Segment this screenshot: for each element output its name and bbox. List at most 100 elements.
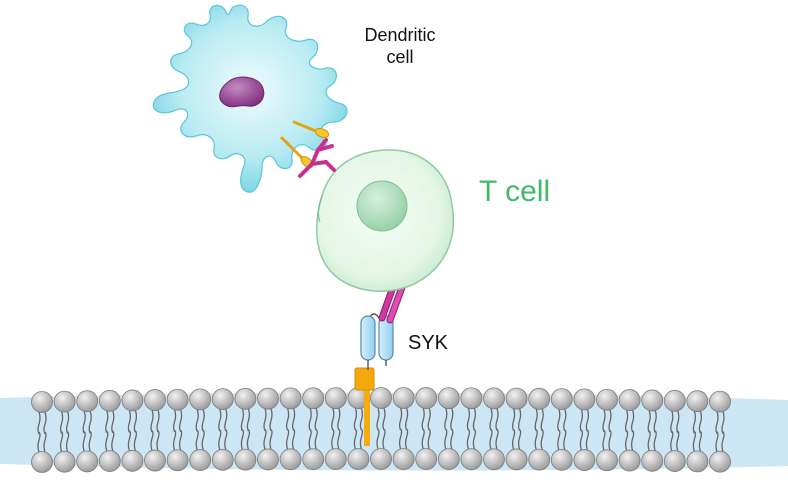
lipid-tail <box>285 428 290 450</box>
lipid-head <box>234 448 257 471</box>
syk-domain-left <box>360 315 376 361</box>
lipid-tail <box>359 407 364 431</box>
lipid-head <box>279 387 302 410</box>
lipid-tail <box>511 408 516 431</box>
lipid-tail <box>37 431 41 453</box>
lipid-head <box>460 448 483 471</box>
lipid-tail <box>224 429 228 451</box>
lipid-tail <box>291 408 296 431</box>
lipid-head <box>505 448 528 471</box>
lipid-tail <box>676 430 680 452</box>
lipid-head <box>618 449 641 472</box>
lipid-tail <box>150 409 154 433</box>
lipid-tail <box>427 407 431 431</box>
lipid-head <box>686 450 709 473</box>
lipid-tail <box>156 409 160 433</box>
lipid-tail <box>172 409 177 433</box>
lipid-head <box>596 449 618 472</box>
lipid-tail <box>178 429 183 451</box>
lipid-tail <box>421 428 425 450</box>
lipid-tail <box>218 408 222 432</box>
lipid-tail <box>489 428 493 450</box>
t-cell <box>316 149 455 292</box>
dendritic-cell <box>152 4 348 193</box>
lipid-tail <box>517 428 522 450</box>
lipid-tail <box>195 409 199 432</box>
lipid-tail <box>624 409 629 433</box>
lipid-tail <box>178 409 183 433</box>
lipid-tail <box>105 430 109 452</box>
lipid-head <box>573 449 596 471</box>
lipid-head <box>686 390 709 413</box>
lipid-tail <box>111 410 115 434</box>
lipid-tail <box>65 431 70 452</box>
lipid-tail <box>133 430 138 452</box>
lipid-tail <box>59 411 64 434</box>
lipid-head <box>166 388 189 411</box>
lipid-tail <box>585 429 590 451</box>
lipid-tail <box>82 410 86 434</box>
lipid-tail <box>218 429 222 451</box>
lipid-tail <box>676 410 680 434</box>
lipid-tail <box>450 428 454 450</box>
lipid-tail <box>337 428 341 450</box>
lipid-tail <box>466 428 471 450</box>
lipid-tail <box>608 429 612 451</box>
lipid-tail <box>308 408 312 431</box>
syk-label: SYK <box>408 332 449 354</box>
lipid-tail <box>269 428 273 450</box>
lipid-tail <box>517 408 522 431</box>
lipid-tail <box>624 430 629 451</box>
lipid-tail <box>133 410 138 433</box>
lipid-tail <box>630 409 635 433</box>
lipid-head <box>144 389 166 411</box>
lipid-head <box>663 389 686 412</box>
lipid-tail <box>534 429 538 450</box>
lipid-head <box>460 387 483 410</box>
lipid-tail <box>647 410 651 433</box>
lipid-tail <box>314 408 318 431</box>
lipid-tail <box>59 431 64 452</box>
lipid-tail <box>172 429 177 451</box>
lipid-head <box>31 391 53 413</box>
lipid-tail <box>285 408 290 431</box>
lipid-tail <box>263 408 267 431</box>
lipid-tail <box>602 409 606 433</box>
dendritic-cell-label-line2: cell <box>386 47 414 67</box>
lipid-tail <box>540 429 544 450</box>
lipid-tail <box>715 411 719 434</box>
lipid-tail <box>602 429 606 451</box>
lipid-head <box>528 387 551 410</box>
lipid-head <box>279 448 302 471</box>
lipid-tail <box>444 407 448 431</box>
lipid-tail <box>427 428 431 450</box>
lipid-tail <box>201 429 205 451</box>
lipid-tail <box>331 428 335 450</box>
lipid-head <box>392 448 415 470</box>
lipid-tail <box>376 428 380 450</box>
lipid-head <box>550 448 573 471</box>
lipid-tail <box>105 410 109 434</box>
lipid-tail <box>404 407 409 431</box>
lipid-tail <box>150 430 154 451</box>
lipid-tail <box>314 428 318 450</box>
lipid-tail <box>630 430 635 451</box>
lipid-tail <box>557 429 561 451</box>
lipid-tail <box>111 430 115 452</box>
lipid-head <box>663 450 686 473</box>
lipid-tail <box>608 409 612 433</box>
lipid-head <box>121 389 144 412</box>
contact-receptors <box>298 138 336 178</box>
lipid-tail <box>698 410 703 434</box>
lipid-tail <box>398 428 403 450</box>
lipid-tail <box>421 407 425 431</box>
lipid-tail <box>495 408 499 431</box>
lipid-head <box>709 450 731 473</box>
lipid-head <box>573 388 596 411</box>
lipid-tail <box>444 428 448 450</box>
lipid-tail <box>692 430 697 452</box>
lipid-tail <box>353 407 358 431</box>
lipid-head <box>76 390 99 413</box>
lipid-tail <box>195 429 199 451</box>
lipid-head <box>53 390 76 413</box>
